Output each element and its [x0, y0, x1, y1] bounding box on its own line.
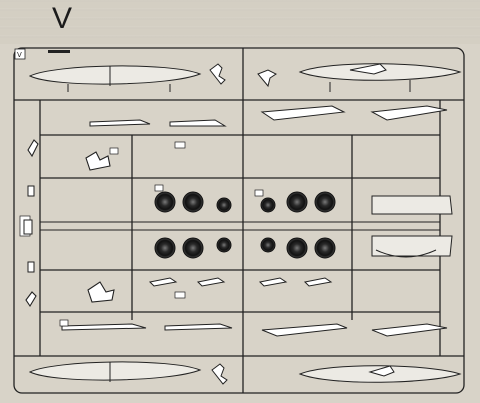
drop-tank-top-left	[28, 65, 202, 92]
drop-tank-bottom-right	[298, 365, 462, 383]
sprue-gates	[23, 185, 35, 273]
sprue-frame	[13, 47, 465, 394]
wheels-upper-row	[154, 191, 336, 213]
drop-tank-top-right	[298, 63, 462, 92]
panels-row-top	[89, 105, 448, 127]
frame-tag-label: V	[17, 51, 22, 59]
part-number-tags	[19, 141, 409, 327]
background-text-bleed	[0, 0, 480, 44]
sprue-letter-label: V	[52, 2, 73, 35]
panels-row-bottom	[61, 323, 448, 337]
small-part-top-mid	[209, 63, 277, 88]
frame-tag: V	[14, 48, 70, 60]
landing-gear-struts	[25, 139, 115, 308]
gear-doors-small	[148, 277, 333, 287]
drop-tank-bottom-left	[28, 361, 202, 382]
wheels-lower-row	[154, 237, 336, 259]
right-side-panels	[371, 195, 453, 258]
small-part-bottom-mid	[211, 363, 228, 385]
